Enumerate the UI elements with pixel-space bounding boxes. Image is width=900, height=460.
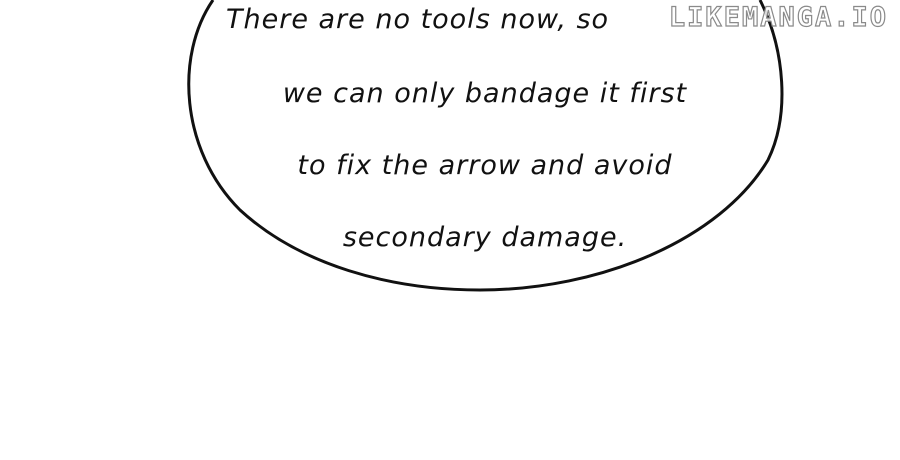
bubble-line-1: There are no tools now, so [226, 4, 610, 35]
bubble-line-4: secondary damage. [342, 222, 628, 253]
speech-bubble-text: There are no tools now, so we can only b… [190, 0, 780, 290]
site-watermark: LIKEMANGA.IO [668, 1, 888, 33]
bubble-line-2: we can only bandage it first [282, 78, 688, 109]
bubble-line-3: to fix the arrow and avoid [297, 150, 673, 181]
